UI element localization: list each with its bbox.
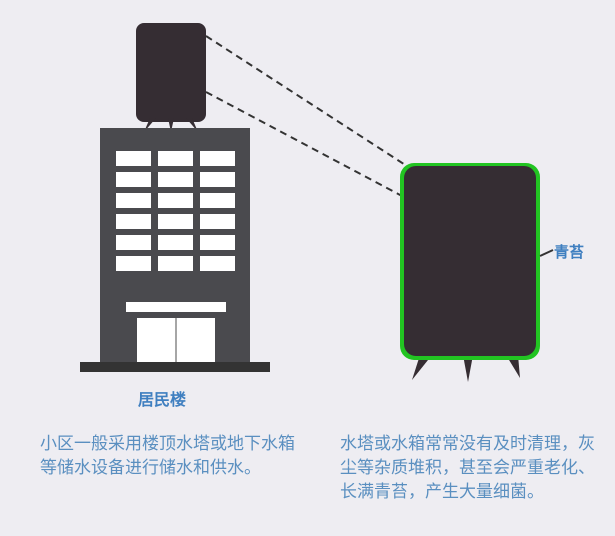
- window: [200, 172, 235, 187]
- mossy-water-tank: [400, 163, 554, 382]
- window: [200, 235, 235, 250]
- window: [158, 256, 193, 271]
- window: [158, 193, 193, 208]
- description-left: 小区一般采用楼顶水塔或地下水箱等储水设备进行储水和供水。: [40, 434, 295, 478]
- dashed-connector: [205, 35, 411, 197]
- description-right: 水塔或水箱常常没有及时清理，灰尘等杂质堆积，甚至会严重老化、长满青苔，产生大量细…: [340, 434, 595, 502]
- window: [200, 214, 235, 229]
- window: [116, 193, 151, 208]
- moss-label: 青苔: [554, 243, 585, 261]
- window: [200, 193, 235, 208]
- window: [158, 172, 193, 187]
- window: [200, 256, 235, 271]
- window: [158, 151, 193, 166]
- rooftop-water-tank: [136, 23, 206, 132]
- window: [200, 151, 235, 166]
- window: [158, 235, 193, 250]
- residential-building: [80, 128, 270, 372]
- window: [116, 256, 151, 271]
- building-label: 居民楼: [138, 390, 187, 409]
- window: [116, 235, 151, 250]
- window: [116, 172, 151, 187]
- window: [116, 151, 151, 166]
- window: [158, 214, 193, 229]
- window: [116, 214, 151, 229]
